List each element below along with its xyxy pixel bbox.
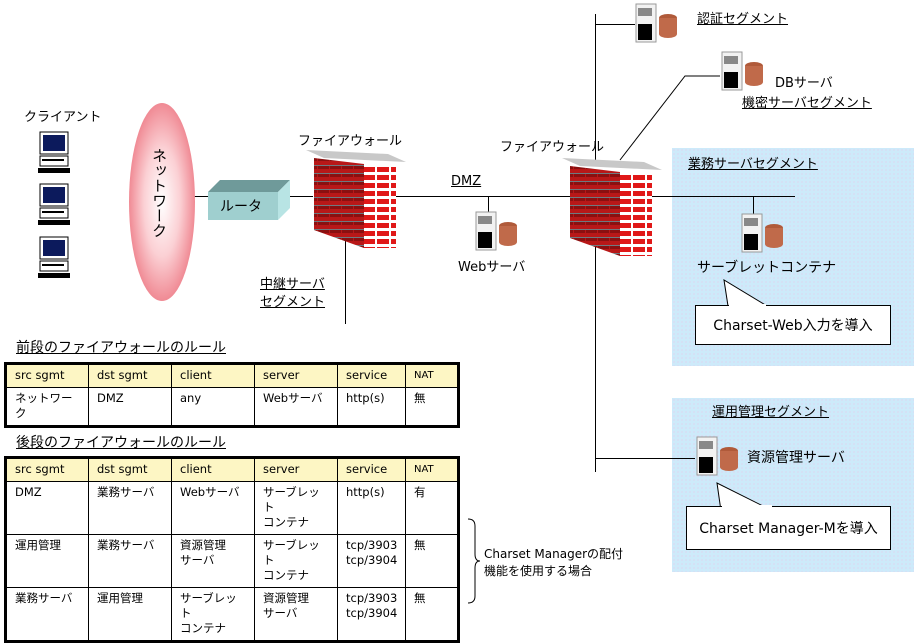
table-cell: any	[171, 387, 255, 427]
table-cell: サーブレットコンテナ	[171, 587, 255, 642]
table-cell: http(s)	[337, 387, 406, 427]
header-cell: service	[337, 363, 406, 388]
link-ops-vertical	[595, 240, 596, 472]
table-cell: Webサーバ	[171, 481, 255, 535]
client-pc-icon[interactable]	[38, 131, 72, 174]
table-cell: サーブレットコンテナ	[254, 481, 338, 535]
auth-segment-label: 認証セグメント	[697, 12, 789, 27]
front-firewall-label: ファイアウォール	[298, 134, 403, 149]
resource-server-icon[interactable]	[695, 436, 739, 477]
ops-segment-label: 運用管理セグメント	[712, 405, 830, 420]
dmz-label: DMZ	[451, 174, 482, 189]
resource-server-label: 資源管理サーバ	[747, 450, 845, 466]
network-label: ネットワーク	[150, 148, 168, 238]
table-row: ネットワーク DMZ any Webサーバ http(s) 無	[5, 387, 459, 427]
table-cell: http(s)	[337, 481, 406, 535]
table-cell: ネットワーク	[5, 387, 89, 427]
header-cell: client	[171, 457, 255, 482]
link-servlet-drop	[753, 196, 754, 214]
relay-segment-label-line2: セグメント	[260, 295, 326, 310]
auth-server-icon[interactable]	[634, 3, 678, 44]
link-backbone-vertical	[595, 14, 596, 166]
header-cell: NAT	[405, 363, 459, 388]
servlet-container-label: サーブレットコンテナ	[697, 260, 837, 276]
table-cell: 業務サーバ	[88, 534, 172, 588]
charset-manager-callout: Charset Manager-Mを導入	[686, 506, 891, 550]
servlet-container-icon[interactable]	[740, 213, 784, 254]
router-icon[interactable]	[208, 180, 290, 220]
charset-manager-note: Charset Managerの配付 機能を使用する場合	[484, 546, 623, 580]
table-cell: 無	[405, 534, 459, 588]
back-firewall-label: ファイアウォール	[500, 140, 605, 155]
table-cell: 業務サーバ	[88, 481, 172, 535]
client-pc-icon[interactable]	[38, 236, 72, 279]
web-server-label: Webサーバ	[458, 260, 526, 275]
header-cell: dst sgmt	[88, 363, 172, 388]
front-rules-table: src sgmt dst sgmt client server service …	[4, 362, 460, 428]
back-rules-table: src sgmt dst sgmt client server service …	[4, 456, 460, 643]
db-server-label: DBサーバ	[775, 76, 833, 91]
table-cell: 無	[405, 587, 459, 642]
table-cell: 資源管理サーバ	[254, 587, 338, 642]
header-cell: service	[337, 457, 406, 482]
note-line2: 機能を使用する場合	[484, 564, 593, 578]
header-cell: server	[254, 363, 338, 388]
link-business-segment	[650, 196, 795, 197]
header-cell: client	[171, 363, 255, 388]
front-rules-title: 前段のファイアウォールのルール	[16, 340, 226, 356]
front-firewall-icon[interactable]	[306, 150, 406, 248]
link-relay-segment	[345, 236, 346, 324]
header-cell: src sgmt	[5, 457, 89, 482]
web-server-icon[interactable]	[474, 211, 518, 252]
link-ops-segment	[595, 458, 695, 459]
db-server-icon[interactable]	[720, 51, 764, 92]
table-cell: 業務サーバ	[5, 587, 89, 642]
header-cell: dst sgmt	[88, 457, 172, 482]
client-pc-icon[interactable]	[38, 183, 72, 226]
link-web-server-drop	[488, 196, 489, 212]
table-header-row: src sgmt dst sgmt client server service …	[5, 457, 459, 482]
network-cloud-icon	[129, 103, 195, 301]
link-db-segment	[619, 75, 720, 161]
table-cell: 運用管理	[5, 534, 89, 588]
note-line1: Charset Managerの配付	[484, 547, 624, 561]
header-cell: server	[254, 457, 338, 482]
header-cell: src sgmt	[5, 363, 89, 388]
business-segment-label: 業務サーバセグメント	[688, 157, 818, 172]
table-cell: DMZ	[5, 481, 89, 535]
link-auth-segment	[595, 24, 635, 25]
table-cell: 無	[405, 387, 459, 427]
table-cell: 運用管理	[88, 587, 172, 642]
back-firewall-icon[interactable]	[562, 158, 662, 256]
relay-segment-label-line1: 中継サーバ	[260, 277, 325, 292]
table-header-row: src sgmt dst sgmt client server service …	[5, 363, 459, 388]
back-rules-title: 後段のファイアウォールのルール	[16, 435, 226, 451]
brace-icon	[467, 518, 481, 604]
clients-label: クライアント	[24, 110, 102, 125]
table-cell: DMZ	[88, 387, 172, 427]
table-cell: 有	[405, 481, 459, 535]
header-cell: NAT	[405, 457, 459, 482]
table-cell: 資源管理サーバ	[171, 534, 255, 588]
table-row: DMZ 業務サーバ Webサーバ サーブレットコンテナ http(s) 有	[5, 481, 459, 535]
confidential-segment-label: 機密サーバセグメント	[742, 96, 872, 111]
router-label: ルータ	[220, 199, 262, 215]
charset-web-callout: Charset-Web入力を導入	[695, 305, 891, 345]
table-cell: サーブレットコンテナ	[254, 534, 338, 588]
link-dmz	[390, 196, 575, 197]
table-cell: Webサーバ	[254, 387, 338, 427]
